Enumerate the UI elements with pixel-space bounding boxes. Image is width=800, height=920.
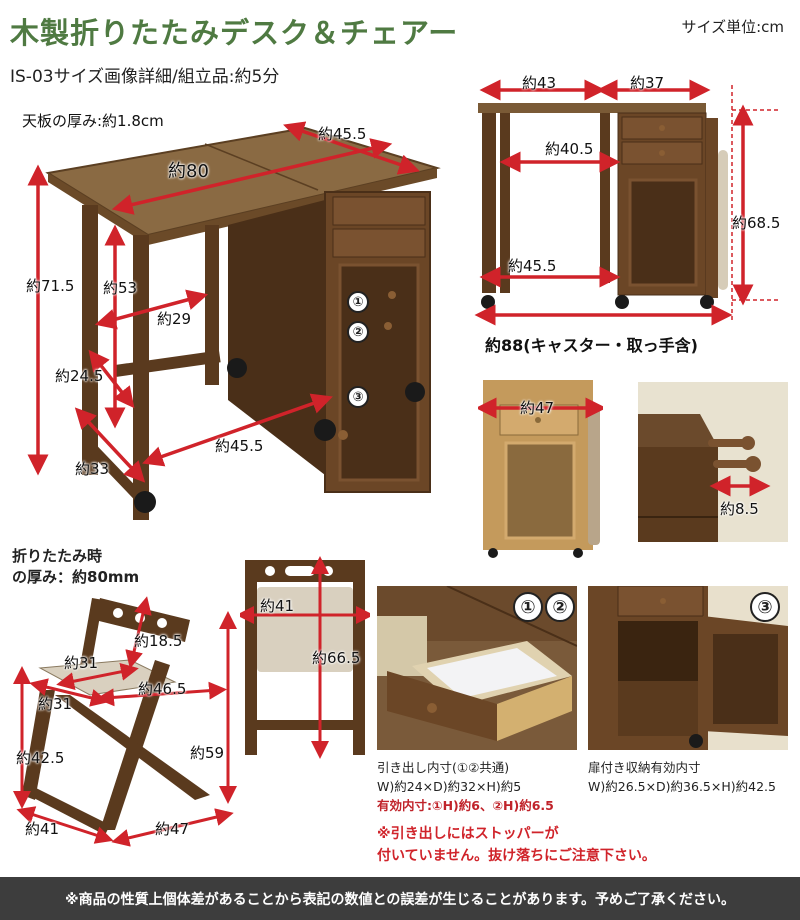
drawer-caption-title: 引き出し内寸(①②共通) <box>377 760 510 775</box>
desk-perspective-drawing <box>27 121 441 520</box>
desk-depth-top-label: 約45.5 <box>318 125 367 143</box>
cabinet-caption: 扉付き収納有効内寸 W)約26.5×D)約36.5×H)約42.5 <box>588 758 776 796</box>
folded-width-label: 約47 <box>520 399 555 417</box>
drawer-caption-dims: W)約24×D)約32×H)約5 <box>377 779 522 794</box>
drawer-caption: 引き出し内寸(①②共通) W)約24×D)約32×H)約5 有効内寸:①H)約6… <box>377 758 554 815</box>
marker-cabinet-3: ③ <box>347 386 369 408</box>
diagonal-small-label: 約24.5 <box>55 367 104 385</box>
chair-fold-note-line1: 折りたたみ時 <box>12 547 103 565</box>
badge-drawer-1: ① <box>513 592 543 622</box>
handle-protrusion-label: 約8.5 <box>720 500 759 518</box>
folded-desk-photo: 約47 <box>478 375 603 560</box>
drawer-photo: ① ② <box>377 586 577 750</box>
marker-drawer-1: ① <box>347 291 369 313</box>
chair-perspective-drawing <box>13 596 237 847</box>
drawer-caption-effective: 有効内寸:①H)約6、②H)約6.5 <box>377 798 554 813</box>
folded-desk-drawing <box>478 380 603 558</box>
chair-perspective-figure: 約18.5 約31 約31 約46.5 約42.5 約59 約41 約47 <box>0 590 240 850</box>
chair-depth-label: 約46.5 <box>138 680 187 698</box>
marker-drawer-2: ② <box>347 321 369 343</box>
handle-detail-photo: 約8.5 <box>638 382 788 542</box>
chair-back-height-label: 約18.5 <box>134 632 183 650</box>
chair-front-figure: 約41 約66.5 <box>240 555 370 760</box>
top-thickness-label: 天板の厚み:約1.8cm <box>22 112 164 130</box>
front-total-width-label: 約88(キャスター・取っ手含) <box>485 336 698 355</box>
desk-height-label: 約71.5 <box>26 277 75 295</box>
footer-disclaimer: ※商品の性質上個体差があることから表記の数値との誤差が生じることがあります。予め… <box>0 877 800 920</box>
subtitle: IS-03サイズ画像詳細/組立品:約5分 <box>10 67 280 87</box>
desk-bottom-width-label: 約45.5 <box>215 437 264 455</box>
desk-perspective-figure: 天板の厚み:約1.8cm 約80 約45.5 約71.5 約53 約29 約24… <box>0 100 460 530</box>
chair-front-height-label: 約66.5 <box>312 649 361 667</box>
unit-note: サイズ単位:cm <box>681 18 784 36</box>
front-bottom-inner-label: 約45.5 <box>508 257 557 275</box>
front-inner-width-label: 約40.5 <box>545 140 594 158</box>
chair-side-height-label: 約59 <box>190 744 225 762</box>
chair-front-width-label: 約41 <box>260 597 295 615</box>
chair-fold-note-line2: の厚み：約80mm <box>12 568 140 586</box>
drawer-drawing <box>377 586 577 741</box>
handle-detail-drawing <box>638 414 771 542</box>
front-left-top-label: 約43 <box>522 74 557 92</box>
chair-seat-height-label: 約42.5 <box>16 749 65 767</box>
drawer-warning: ※引き出しにはストッパーが 付いていません。抜け落ちにご注意下さい。 <box>377 823 656 867</box>
desk-front-figure: 約43 約37 約40.5 約45.5 約68.5 約88(キャスター・取っ手含… <box>470 70 800 360</box>
drawer-warning-line2: 付いていません。抜け落ちにご注意下さい。 <box>377 848 656 864</box>
front-height-label: 約68.5 <box>732 214 781 232</box>
badge-drawer-2: ② <box>545 592 575 622</box>
chair-bottom-width-label: 約41 <box>25 820 60 838</box>
cabinet-caption-dims: W)約26.5×D)約36.5×H)約42.5 <box>588 779 776 794</box>
leg-depth-label: 約33 <box>75 460 110 478</box>
chair-bottom-depth-label: 約47 <box>155 820 190 838</box>
cabinet-photo: ③ <box>588 586 788 750</box>
chair-seat-depth-label: 約31 <box>38 695 73 713</box>
chair-front-drawing <box>240 556 370 759</box>
desk-front-drawing <box>474 79 780 326</box>
drawer-warning-line1: ※引き出しにはストッパーが <box>377 826 559 842</box>
chair-seat-width-label: 約31 <box>64 654 99 672</box>
cabinet-drawing <box>588 586 788 750</box>
cabinet-caption-title: 扉付き収納有効内寸 <box>588 760 701 775</box>
front-right-top-label: 約37 <box>630 74 665 92</box>
inner-width-label: 約29 <box>157 310 192 328</box>
desk-width-label: 約80 <box>168 161 209 182</box>
badge-cabinet-3: ③ <box>750 592 780 622</box>
leg-inner-height-label: 約53 <box>103 279 138 297</box>
page-title: 木製折りたたみデスク＆チェアー <box>10 16 459 50</box>
